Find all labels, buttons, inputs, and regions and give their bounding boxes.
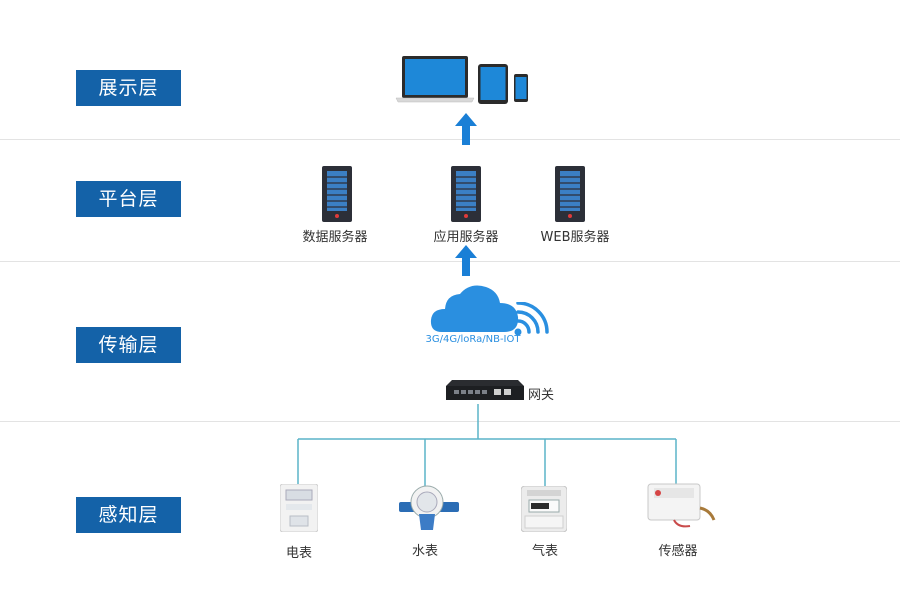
layer-label-platform: 平台层 [76,181,181,217]
server-icon [322,166,352,222]
server-icon [451,166,481,222]
display-devices-icon [395,56,528,104]
sensor-icon [647,483,716,528]
water-meter-icon [399,485,459,530]
device-label-gas-meter: 气表 [531,544,558,559]
electric-meter-icon [280,484,318,532]
layer-label-transport: 传输层 [76,327,181,363]
server-label-web: WEB服务器 [540,230,610,245]
gateway-label: 网关 [528,388,555,403]
device-label-water-meter: 水表 [411,544,438,559]
arrow-up-icon [455,113,477,145]
divider-transport-perception [0,421,900,422]
device-label-electric-meter: 电表 [285,546,312,561]
arrow-up-icon [455,245,477,276]
divider-display-platform [0,139,900,140]
device-label-sensor: 传感器 [658,544,698,559]
cloud-icon [430,285,519,332]
gas-meter-icon [521,486,567,532]
server-label-app: 应用服务器 [433,230,499,245]
protocols-label: 3G/4G/loRa/NB-IOT [425,334,521,345]
layer-label-perception: 感知层 [76,497,181,533]
server-icon [555,166,585,222]
wifi-icon [514,302,549,336]
layer-label-display: 展示层 [76,70,181,106]
server-label-data: 数据服务器 [302,230,368,245]
divider-platform-transport [0,261,900,262]
gateway-icon [446,380,524,400]
